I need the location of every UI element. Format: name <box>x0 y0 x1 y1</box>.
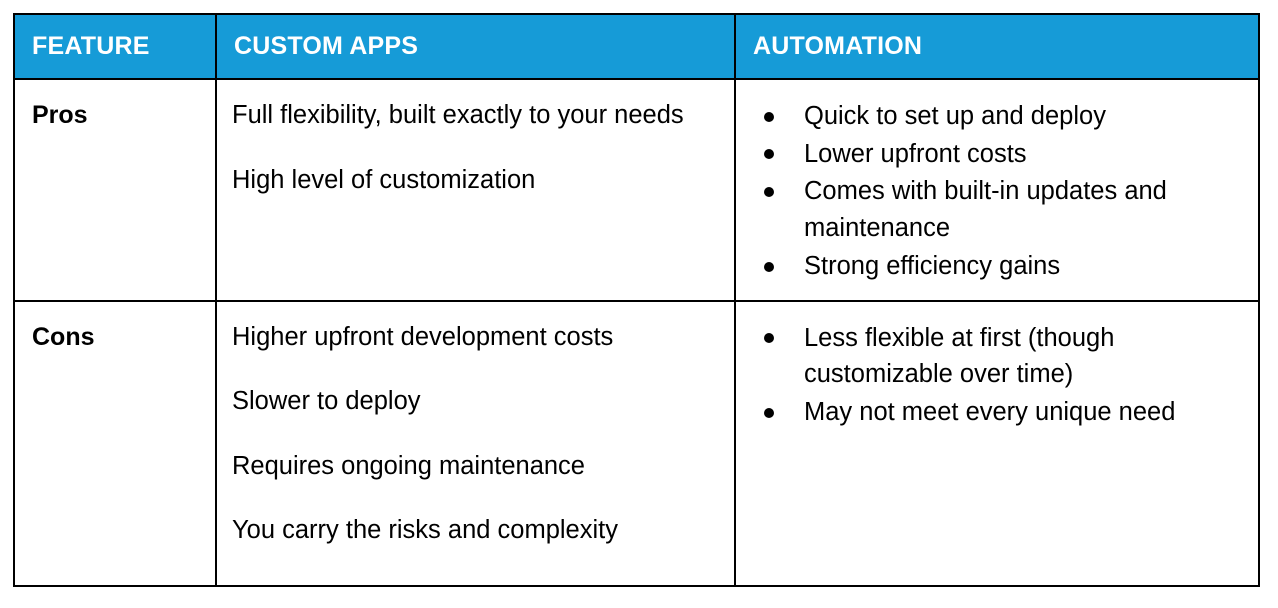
list-item-label: Quick to set up and deploy <box>804 102 1106 130</box>
pros-custom-apps-item: Full flexibility, built exactly to your … <box>232 101 684 129</box>
list-item: Less flexible at first (though customiza… <box>746 320 1246 393</box>
pros-automation-list: Quick to set up and deploy Lower upfront… <box>736 80 1258 300</box>
column-header-feature-label: FEATURE <box>32 32 150 61</box>
column-header-automation-label: AUTOMATION <box>753 32 923 61</box>
table-row: Cons Higher upfront development costs Sl… <box>13 299 1260 587</box>
list-item-label: May not meet every unique need <box>804 398 1176 427</box>
table-header-row: FEATURE CUSTOM APPS AUTOMATION <box>13 13 1260 80</box>
column-header-custom-apps-label: CUSTOM APPS <box>234 32 419 61</box>
list-item-label: Lower upfront costs <box>804 139 1027 168</box>
list-item-label: Comes with built-in updates and maintena… <box>804 177 1167 243</box>
cons-automation-bullet-list: Less flexible at first (though customiza… <box>746 320 1246 431</box>
pros-automation-bullet-list: Quick to set up and deploy Lower upfront… <box>746 98 1246 285</box>
list-item: May not meet every unique need <box>746 394 1246 431</box>
pros-custom-apps-item: High level of customization <box>232 165 536 194</box>
cons-custom-apps-item: Requires ongoing maintenance <box>232 451 585 480</box>
column-header-custom-apps: CUSTOM APPS <box>215 13 736 80</box>
row-label-pros: Pros <box>32 101 88 129</box>
bullet-dot-icon <box>764 407 774 418</box>
list-item: Comes with built-in updates and maintena… <box>746 173 1246 246</box>
cell-cons-custom-apps: Higher upfront development costs Slower … <box>215 299 736 587</box>
cons-custom-apps-item: You carry the risks and complexity <box>232 516 618 545</box>
bullet-dot-icon <box>764 111 774 122</box>
cell-cons-automation: Less flexible at first (though customiza… <box>734 299 1260 587</box>
cons-custom-apps-list: Higher upfront development costs Slower … <box>217 302 734 563</box>
row-label-cell-pros: Pros <box>13 78 217 302</box>
cell-pros-automation: Quick to set up and deploy Lower upfront… <box>734 78 1260 302</box>
pros-custom-apps-list: Full flexibility, built exactly to your … <box>217 80 734 212</box>
bullet-dot-icon <box>764 187 774 198</box>
cons-automation-list: Less flexible at first (though customiza… <box>736 302 1258 446</box>
column-header-automation: AUTOMATION <box>734 13 1260 80</box>
table-row: Pros Full flexibility, built exactly to … <box>13 78 1260 302</box>
cons-custom-apps-item: Higher upfront development costs <box>232 322 614 351</box>
list-item: Quick to set up and deploy <box>746 98 1246 135</box>
list-item: Lower upfront costs <box>746 136 1246 173</box>
column-header-feature: FEATURE <box>13 13 217 80</box>
bullet-dot-icon <box>764 261 774 272</box>
bullet-dot-icon <box>764 333 774 344</box>
bullet-dot-icon <box>764 149 774 160</box>
custom-apps-vs-automation-table: FEATURE CUSTOM APPS AUTOMATION Pros Full… <box>13 13 1260 587</box>
cons-custom-apps-item: Slower to deploy <box>232 387 421 416</box>
list-item: Strong efficiency gains <box>746 248 1246 285</box>
list-item-label: Less flexible at first (though customiza… <box>804 323 1115 389</box>
row-label-cons: Cons <box>32 322 95 351</box>
row-label-cell-cons: Cons <box>13 299 217 587</box>
cell-pros-custom-apps: Full flexibility, built exactly to your … <box>215 78 736 302</box>
list-item-label: Strong efficiency gains <box>804 251 1061 280</box>
